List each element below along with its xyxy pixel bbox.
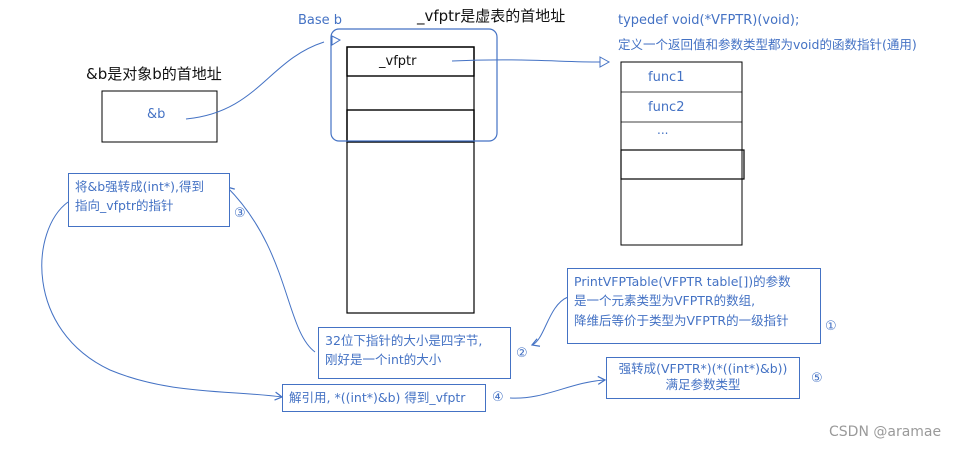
note-2-marker: ②	[516, 346, 528, 361]
note-2-line-2: 刚好是一个int的大小	[325, 352, 442, 368]
vtable-entry-func1: func1	[648, 70, 685, 85]
vtable-entry-func2: func2	[648, 100, 685, 115]
arrow-note2-to-note3	[226, 186, 316, 353]
typedef-line-2: 定义一个返回值和参数类型都为void的函数指针(通用)	[618, 37, 917, 52]
vfptr-highlight	[330, 28, 498, 142]
object-b-frame	[346, 46, 475, 314]
note-3-marker: ③	[234, 206, 246, 221]
note-3-line-2: 指向_vfptr的指针	[75, 198, 174, 214]
amp-b-frame	[101, 90, 218, 143]
vtable-last-cell	[620, 149, 745, 180]
note-4-marker: ④	[492, 390, 504, 405]
note-5-line-2: 满足参数类型	[665, 377, 741, 393]
addr-b-label: &b是对象b的首地址	[86, 65, 222, 83]
note-5-line-1: 强转成(VFPTR*)(*((int*)&b))	[618, 361, 788, 376]
note-1-marker: ①	[825, 319, 837, 334]
arrow-note4-to-note5	[509, 375, 607, 399]
arrow-ampb-to-object	[185, 41, 325, 120]
note-2-line-1: 32位下指针的大小是四字节,	[325, 333, 483, 348]
arrow-note1-to-note2	[530, 296, 569, 347]
note-1-line-1: PrintVFPTable(VFPTR table[])的参数	[574, 274, 791, 289]
arrow-head-object	[331, 35, 342, 46]
base-b-label: Base b	[298, 13, 343, 28]
vtable-frame	[620, 61, 743, 246]
note-4-box: 解引用, *((int*)&b) 得到_vfptr	[282, 384, 486, 412]
note-5-marker: ⑤	[811, 371, 823, 386]
member-cell	[346, 109, 475, 143]
arrow-note3-to-note4	[41, 201, 284, 401]
vfptr-title: _vfptr是虚表的首地址	[417, 7, 566, 25]
vfptr-cell	[346, 46, 475, 77]
note-2-box: 32位下指针的大小是四字节, 刚好是一个int的大小	[318, 327, 511, 379]
arrow-vfptr-to-vtable	[451, 59, 601, 63]
vfptr-text: _vfptr	[379, 54, 417, 69]
watermark: CSDN @aramae	[829, 424, 942, 440]
note-3-box: 将&b强转成(int*),得到 指向_vfptr的指针	[68, 173, 230, 227]
amp-b-text: &b	[147, 107, 166, 122]
note-4-line-1: 解引用, *((int*)&b) 得到_vfptr	[289, 390, 466, 405]
note-1-line-3: 降维后等价于类型为VFPTR的一级指针	[574, 312, 789, 328]
note-1-line-2: 是一个元素类型为VFPTR的数组,	[574, 293, 756, 309]
typedef-line-1: typedef void(*VFPTR)(void);	[618, 13, 800, 28]
note-1-box: PrintVFPTable(VFPTR table[])的参数 是一个元素类型为…	[567, 268, 821, 344]
note-3-line-1: 将&b强转成(int*),得到	[75, 179, 204, 194]
note-5-box: 强转成(VFPTR*)(*((int*)&b)) 满足参数类型	[606, 357, 800, 399]
arrow-head-vtable	[599, 56, 611, 68]
vtable-entry-ellipsis: ...	[657, 123, 669, 137]
